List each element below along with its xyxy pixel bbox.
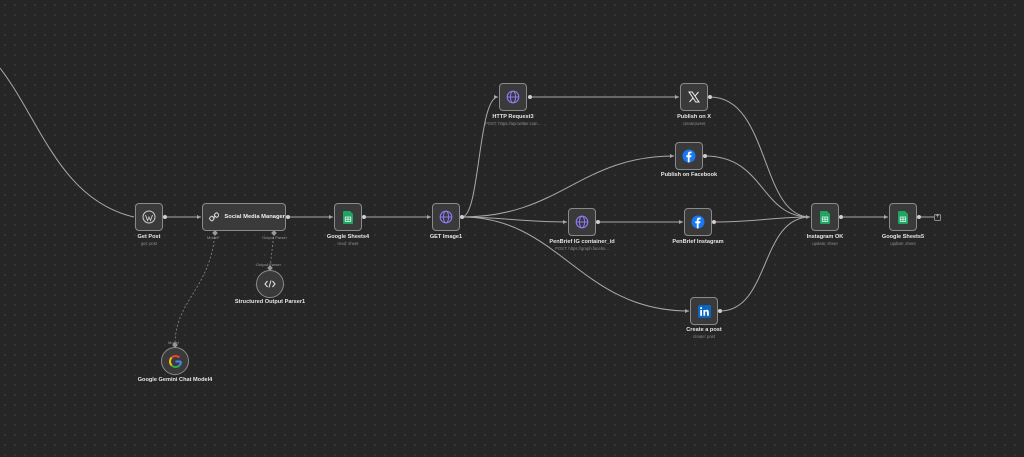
edge-incoming <box>0 67 135 218</box>
node-structured-output-parser1[interactable] <box>256 270 284 298</box>
node-google-sheets5-sub: update: sheet <box>890 241 916 246</box>
add-node-button[interactable]: + <box>934 213 941 221</box>
node-google-gemini-chat-model4-title: Google Gemini Chat Model4 <box>137 377 213 383</box>
edge-getimage-linkedin <box>461 216 690 312</box>
edge-getimage-http <box>461 96 499 218</box>
node-penbrief-instagram[interactable] <box>684 208 712 236</box>
port-label-output-parser: Output Parser <box>262 235 287 240</box>
arrowheads <box>197 95 888 313</box>
node-create-a-post[interactable] <box>690 297 718 325</box>
google-sheets-icon <box>898 210 908 224</box>
node-penbrief-ig-container-sub: POST: https://graph.facebo... <box>555 246 609 251</box>
node-get-post-sub: get: post <box>140 241 158 246</box>
google-g-icon <box>168 354 182 368</box>
node-create-a-post-sub: create: post <box>693 334 715 339</box>
sub-ports <box>172 230 277 348</box>
edge-parser-dashed <box>269 232 275 269</box>
node-social-media-manager-title: Social Media Manager <box>224 214 285 220</box>
node-google-sheets5[interactable] <box>889 203 917 231</box>
edge-model-dashed <box>174 232 216 346</box>
node-publish-on-x-sub: create:tweet <box>682 121 706 126</box>
node-google-sheets4-title: Google Sheets4 <box>326 234 370 240</box>
node-get-post-title: Get Post <box>137 234 161 240</box>
node-get-post[interactable] <box>135 203 163 231</box>
edge-x-igok <box>709 96 811 218</box>
model-port-label: Model <box>168 340 179 345</box>
node-instagram-ok-title: Instagram OK <box>806 234 844 240</box>
node-publish-on-x[interactable] <box>680 83 708 111</box>
linkedin-icon <box>697 304 711 318</box>
node-google-gemini-chat-model4[interactable] <box>161 347 189 375</box>
node-get-image1[interactable] <box>432 203 460 231</box>
node-google-sheets5-title: Google Sheets5 <box>881 234 925 240</box>
google-sheets-icon <box>343 210 353 224</box>
node-google-sheets4[interactable] <box>334 203 362 231</box>
node-http-request3-title: HTTP Request3 <box>492 114 534 120</box>
facebook-icon <box>682 149 696 163</box>
edge-instagram-igok <box>713 216 811 223</box>
edge-getimage-facebook <box>461 155 675 218</box>
node-social-media-manager[interactable]: Social Media Manager <box>202 203 286 231</box>
node-penbrief-ig-container-title: PenBrief IG container_id <box>549 239 615 245</box>
node-http-request3[interactable] <box>499 83 527 111</box>
globe-icon <box>575 215 589 229</box>
x-icon <box>688 91 700 103</box>
edge-linkedin-igok <box>719 216 811 312</box>
node-instagram-ok-sub: update: sheet <box>812 241 838 246</box>
google-sheets-icon <box>820 210 830 224</box>
node-structured-output-parser1-title: Structured Output Parser1 <box>234 299 306 305</box>
wordpress-icon <box>142 210 156 224</box>
code-icon <box>264 280 276 288</box>
node-google-sheets4-sub: read: sheet <box>337 241 359 246</box>
node-penbrief-instagram-title: PenBrief Instagram <box>672 239 724 245</box>
node-http-request3-sub: POST: https://api.twitter.com... <box>484 121 542 126</box>
node-create-a-post-title: Create a post <box>686 327 722 333</box>
node-publish-on-facebook[interactable] <box>675 142 703 170</box>
output-ports <box>163 95 921 313</box>
parser-port-label: Output Parser <box>256 262 281 267</box>
globe-icon <box>506 90 520 104</box>
node-penbrief-ig-container[interactable] <box>568 208 596 236</box>
node-publish-on-facebook-title: Publish on Facebook <box>660 172 718 178</box>
edge-facebook-igok <box>704 155 811 218</box>
agent-link-icon <box>209 212 220 222</box>
node-instagram-ok[interactable] <box>811 203 839 231</box>
node-publish-on-x-title: Publish on X <box>677 114 711 120</box>
node-get-image1-title: GET Image1 <box>429 234 463 240</box>
port-label-model: Model* <box>207 235 220 240</box>
globe-icon <box>439 210 453 224</box>
facebook-icon <box>691 215 705 229</box>
